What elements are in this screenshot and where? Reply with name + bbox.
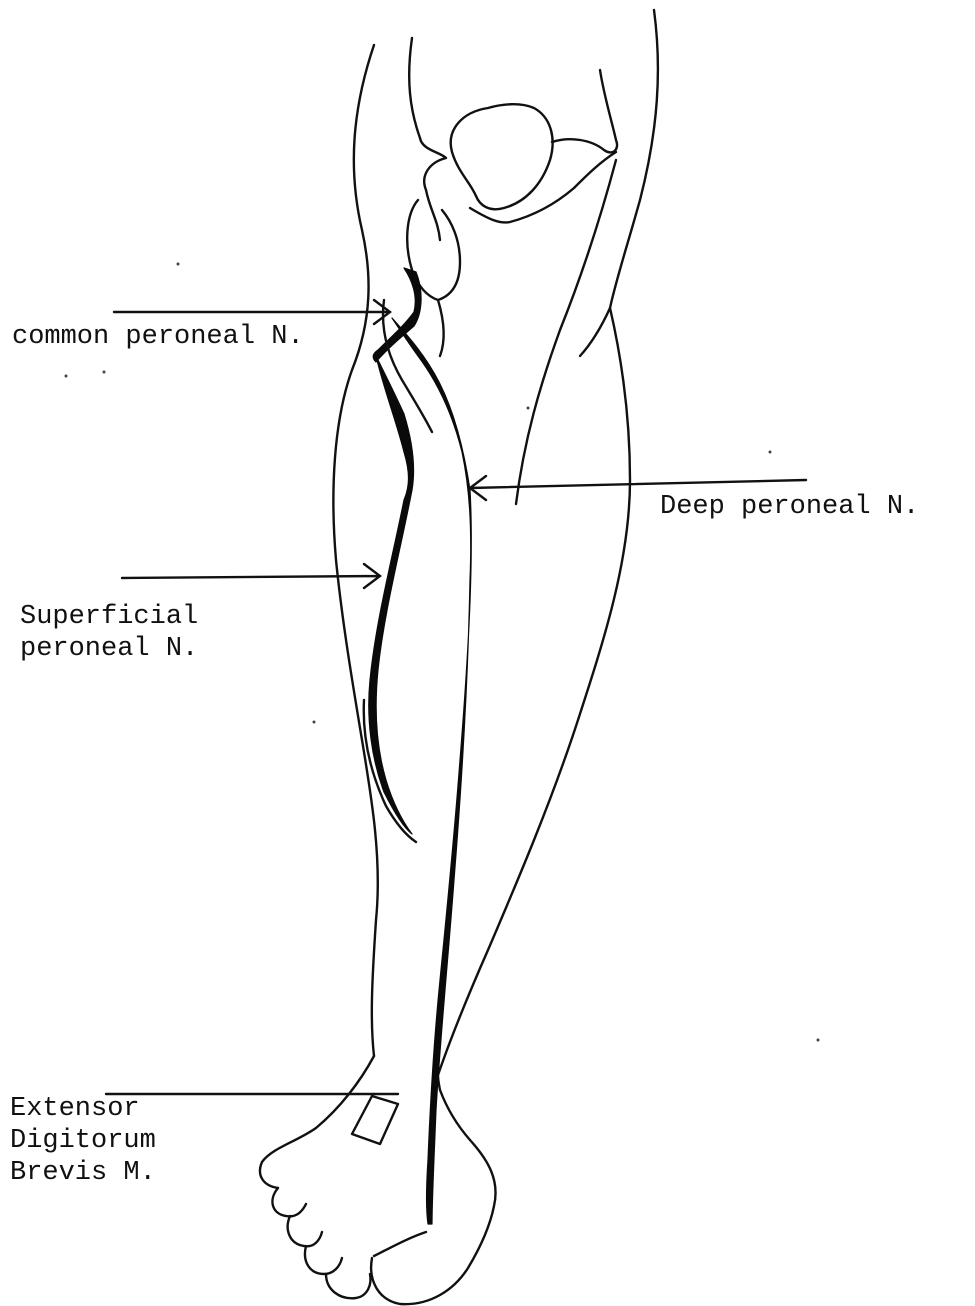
big-toe-crease: [374, 1232, 426, 1256]
edb-label-line-3: Brevis M.: [10, 1158, 156, 1189]
speck: [769, 451, 772, 454]
thigh-inner-line: [409, 38, 420, 138]
medial-leg-short-line: [580, 308, 610, 356]
superficial-peroneal-nerve: [369, 356, 414, 834]
edb-label-line-2: Digitorum: [10, 1126, 156, 1157]
edb-label-line-1: Extensor: [10, 1094, 140, 1125]
toe-4: [326, 1274, 370, 1298]
tibia-plateau: [470, 152, 616, 222]
femur-lateral-condyle: [420, 138, 446, 240]
ankle-lateral: [260, 1056, 374, 1188]
extensor-digitorum-brevis-muscle: [352, 1096, 398, 1144]
patella: [451, 104, 553, 209]
fibula-shaft: [438, 300, 444, 356]
deep-peroneal-nerve: [392, 318, 471, 1224]
toe-2: [288, 1216, 322, 1246]
femur-medial-condyle: [552, 70, 617, 152]
superficial-peroneal-label-line-1: Superficial: [20, 602, 198, 633]
deep-peroneal-label: Deep peroneal N.: [660, 492, 919, 523]
speck: [817, 1039, 820, 1042]
common-peroneal-pointer: [114, 300, 390, 324]
tibia-crest: [516, 160, 616, 504]
common-peroneal-label: common peroneal N.: [12, 322, 304, 353]
speck: [313, 721, 316, 724]
speck: [527, 407, 530, 410]
speck: [65, 375, 68, 378]
toe-1: [272, 1188, 306, 1216]
superficial-peroneal-pointer: [122, 564, 380, 588]
leg-lateral-outline: [333, 45, 377, 1056]
superficial-peroneal-label-line-2: peroneal N.: [20, 634, 198, 665]
speck: [103, 371, 106, 374]
speck: [177, 263, 180, 266]
toe-3: [305, 1246, 342, 1274]
